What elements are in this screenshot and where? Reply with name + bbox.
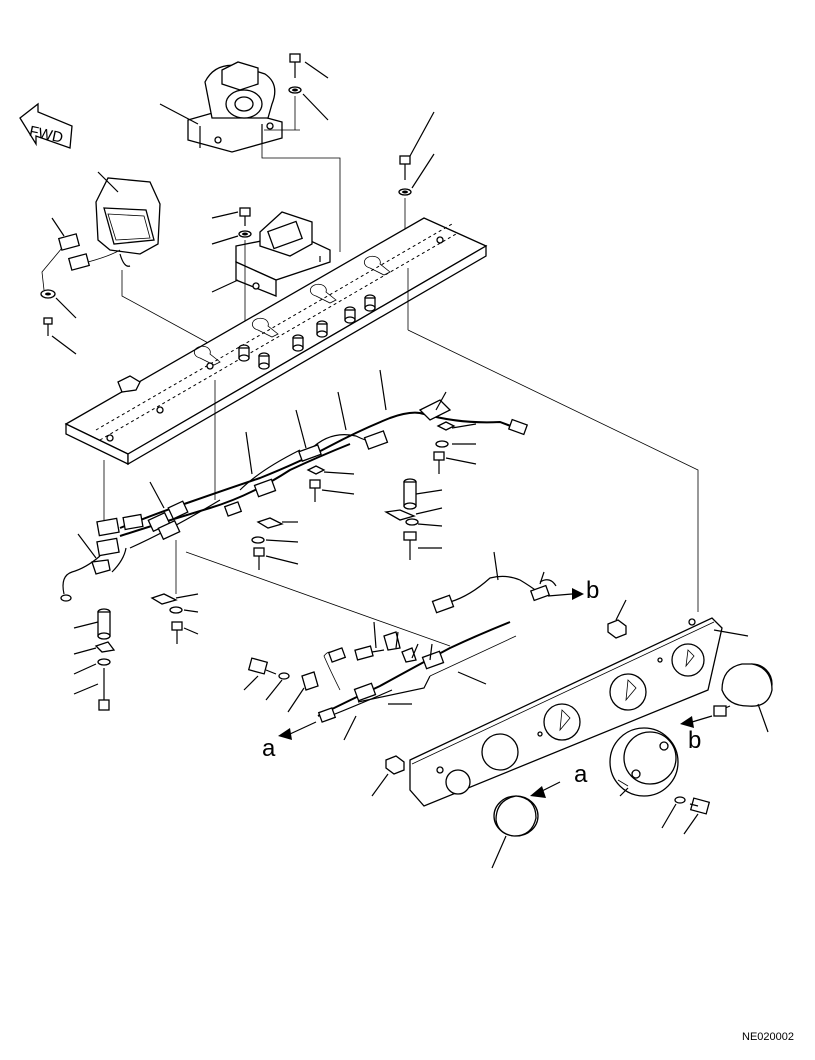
lamp-connector: [40, 217, 211, 355]
fastener-stack-left: [150, 540, 199, 644]
bolt-lower-right: [661, 796, 711, 835]
rear-lamp-bar: [409, 617, 749, 807]
fastener-stack-left-mid: [251, 517, 299, 570]
label-a-left: a: [262, 735, 276, 762]
label-b-upper: b: [586, 577, 599, 604]
label-a-lower: a: [574, 761, 588, 788]
round-lamp-left: a: [491, 761, 588, 869]
work-lamp: [95, 171, 161, 267]
fastener-stack-far-left: [73, 608, 116, 711]
nut-right: [607, 599, 627, 639]
fastener-stack-center: [306, 421, 477, 560]
harness-b: b: [431, 551, 599, 614]
mounting-plate: [64, 217, 699, 612]
plate-studs: [238, 294, 376, 370]
horn-assembly: [187, 61, 283, 153]
harness-a: a: [262, 621, 517, 762]
nut-left: [371, 755, 405, 797]
round-lamp-center: [609, 727, 679, 797]
bolt-top-1: [261, 53, 341, 252]
bolt-left-harness: [185, 551, 451, 713]
relay-bracket: [211, 207, 331, 340]
drawing-code: NE020002: [742, 1031, 794, 1043]
wiring-harness-main: [60, 369, 529, 602]
fwd-label: FWD: [28, 123, 65, 147]
round-lamp-right: b: [680, 663, 773, 754]
fwd-direction-badge: FWD: [19, 102, 73, 149]
label-b-lower: b: [688, 727, 701, 754]
